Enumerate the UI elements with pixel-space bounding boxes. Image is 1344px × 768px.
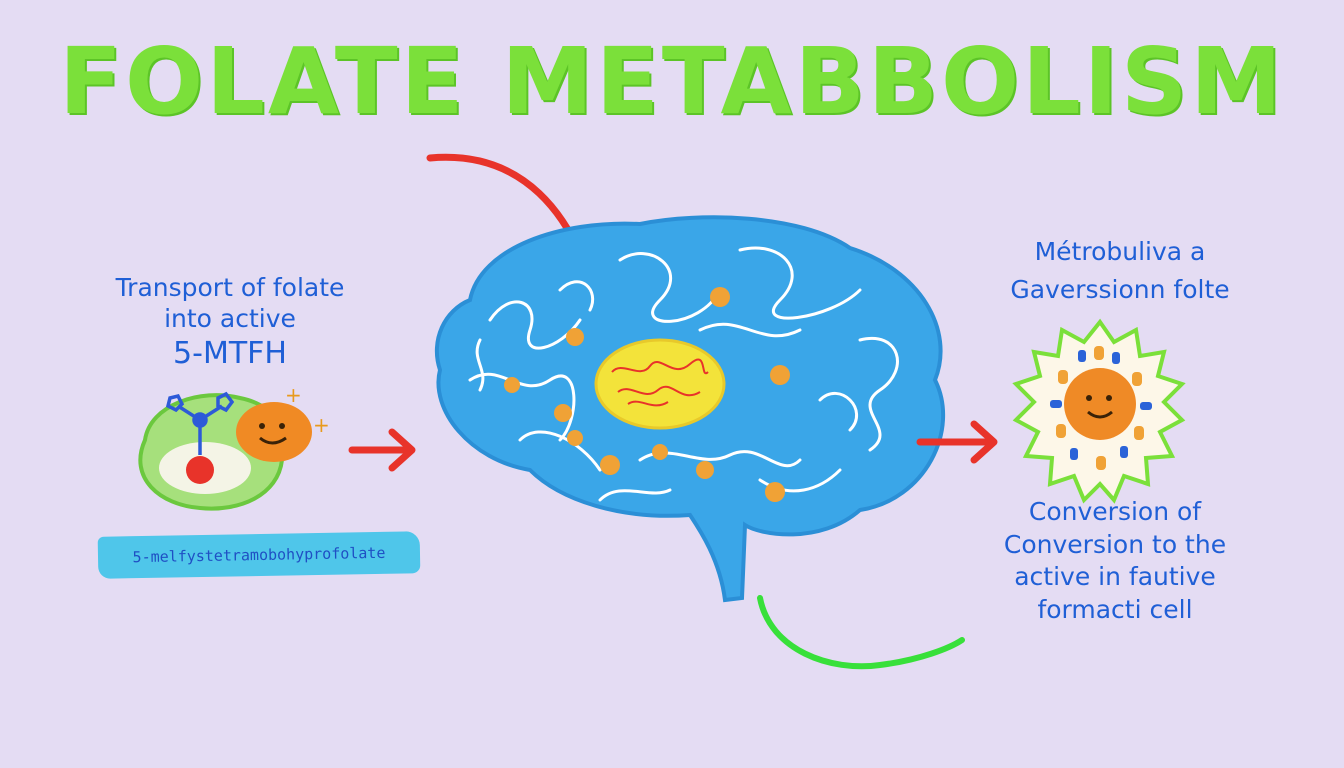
left-caption: Transport of folate into active 5-MTFH: [70, 272, 390, 372]
right-heading: Métrobuliva a Gaverssionn folte: [950, 233, 1290, 308]
right-heading-line: Gaverssionn folte: [1010, 274, 1230, 304]
stem-line: [757, 595, 965, 670]
smiley-icon: + +: [236, 383, 330, 462]
right-caption-line: Conversion to the: [1003, 529, 1227, 559]
arrow-icon: [348, 428, 416, 472]
banner-label: 5-melfystetramobohyprofolate: [97, 531, 421, 579]
right-caption-line: Conversion of: [1028, 497, 1202, 526]
right-heading-line: Métrobuliva a: [1034, 237, 1206, 266]
brain-icon: [434, 215, 946, 603]
svg-text:+: +: [313, 413, 330, 437]
diagram-title: FOLATE METABBOLISM: [59, 28, 1285, 135]
sun-cell-icon: [1012, 318, 1186, 504]
left-caption-line: 5-MTFH: [173, 335, 287, 371]
arrow-icon: [916, 420, 998, 464]
right-caption-line: active in fautive: [1014, 562, 1216, 591]
right-caption: Conversion of Conversion to the active i…: [960, 496, 1270, 626]
left-caption-line: into active: [164, 304, 296, 334]
right-caption-line: formacti cell: [1037, 594, 1193, 624]
svg-text:+: +: [285, 383, 302, 407]
molecule-icon: [165, 391, 235, 455]
left-caption-line: Transport of folate: [115, 273, 345, 302]
